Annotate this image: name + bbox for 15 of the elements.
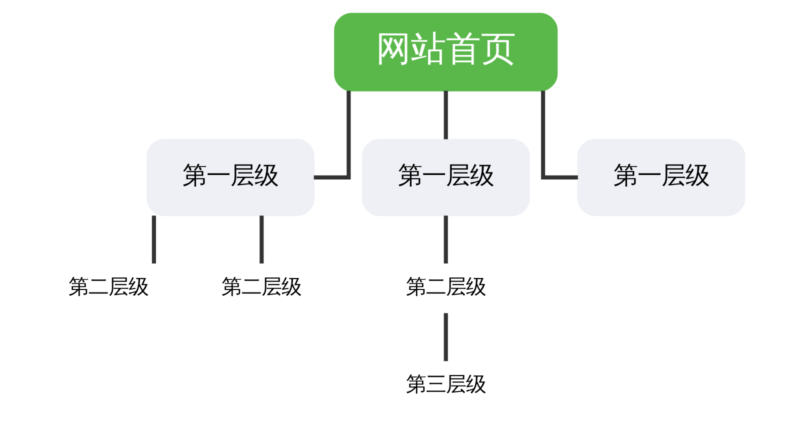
node-text: 第二层级 <box>405 274 486 298</box>
connector <box>443 216 448 264</box>
node-text: 第二层级 <box>68 274 148 298</box>
node-box: 第一层级 <box>146 138 314 216</box>
connector <box>443 313 448 362</box>
node-box: 网站首页 <box>334 12 558 92</box>
node-text: 第二层级 <box>221 274 302 298</box>
connector <box>259 216 264 264</box>
connector <box>443 90 448 140</box>
connector <box>313 90 350 180</box>
node-text: 第三层级 <box>405 372 486 396</box>
connector <box>540 90 578 180</box>
node-box: 第一层级 <box>576 138 745 216</box>
node-box: 第一层级 <box>361 138 530 216</box>
connector <box>151 216 156 264</box>
